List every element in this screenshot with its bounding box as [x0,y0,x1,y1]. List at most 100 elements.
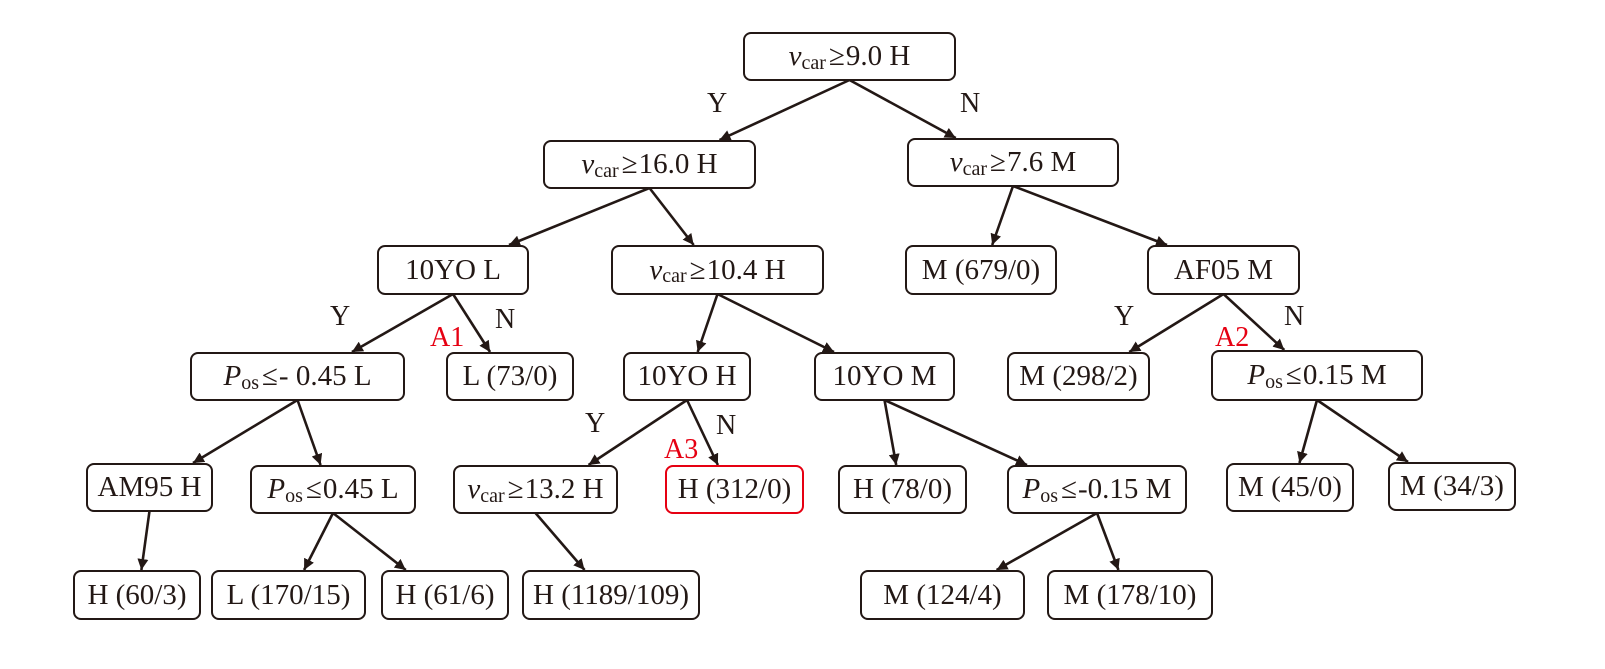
node-variable: v [788,40,802,72]
node-variable: P [267,473,286,505]
node-variable: v [581,148,595,180]
node-variable-subscript: car [594,159,619,182]
edge-arrow-n_v76-to-n_af05 [1012,184,1168,247]
node-label: M (679/0) [921,253,1041,286]
edge-arrow-n_pos_045-to-leaf_61 [332,511,407,572]
leaf-m-178-10: M (178/10) [1047,570,1213,620]
node-label: M (45/0) [1238,471,1342,503]
edge-label-10yo-l-yes: Y [330,301,351,332]
leaf-m-298-2: M (298/2) [1007,352,1150,401]
node-label: L (170/15) [226,578,351,611]
node-10yo-h: 10YO H [623,352,751,401]
node-relation: ≥ [689,253,706,286]
leaf-h-1189-109: H (1189/109) [522,570,700,620]
edge-arrow-n_pos_m015-to-leaf_124 [995,511,1098,572]
edge-arrow-n_10yoL-to-n_pos_m045 [351,292,454,354]
node-threshold-class: 13.2 H [524,473,604,505]
node-variable-subscript: car [480,484,505,507]
edge-arrow-n_v104-to-n_10yoM [716,292,835,354]
node-relation: ≤ [305,473,322,505]
edge-label-10yo-h-no: N [716,410,737,441]
node-label: M (34/3) [1400,470,1504,502]
edge-arrow-n_10yoL-to-leaf_73 [451,293,492,353]
node-10yo-l: 10YO L [377,245,529,295]
edge-label-af05-no: N [1284,301,1305,332]
edge-arrow-n_af05-to-n_pos_015 [1222,293,1286,351]
edge-arrow-n_pos_m045-to-n_am95 [192,398,299,465]
edge-arrow-n_af05-to-leaf_298 [1128,292,1225,354]
edge-label-af05-yes: Y [1114,301,1135,332]
edge-arrow-n_v76-to-leaf_679 [990,185,1015,246]
node-variable-subscript: os [241,371,259,394]
node-label: 10YO H [637,360,737,392]
node-threshold-class: 9.0 H [845,40,911,72]
leaf-h-60-3: H (60/3) [73,570,201,620]
node-threshold-class: 16.0 H [638,148,718,180]
node-variable-subscript: os [1040,484,1059,507]
leaf-m-34-3: M (34/3) [1388,462,1516,511]
node-relation: ≤ [1061,473,1077,505]
node-label: L (73/0) [462,360,558,392]
node-label: H (61/6) [395,578,495,611]
edge-arrow-n_10yoM-to-leaf_78 [883,399,900,466]
node-relation: ≥ [828,40,845,72]
edge-arrow-n_v16-to-n_10yoL [508,186,650,247]
node-variable-subscript: car [801,51,826,74]
node-threshold-class: - 0.45 L [278,360,372,392]
node-variable: v [949,146,963,178]
edge-arrow-n_v16-to-n_v104 [648,187,695,246]
edge-label-root-no: N [960,88,981,119]
leaf-l-73-0: L (73/0) [446,352,574,401]
edge-arrow-n_10yoM-to-n_pos_m015 [883,398,1028,467]
node-am95-h: AM95 H [86,463,213,512]
node-label: AF05 M [1173,253,1274,286]
node-af05-m: AF05 M [1147,245,1300,295]
node-relation: ≤ [1285,359,1302,391]
node-threshold-class: 0.45 L [322,473,399,505]
annotation-a3: A3 [664,434,699,465]
node-variable: P [1247,359,1266,391]
annotation-a1: A1 [430,322,465,353]
edge-arrow-n_am95-to-leaf_60 [137,510,151,571]
leaf-l-170-15: L (170/15) [211,570,366,620]
edge-arrow-n_pos_015-to-leaf_45 [1297,399,1319,464]
leaf-h-61-6: H (61/6) [381,570,509,620]
edge-label-root-yes: Y [707,88,728,119]
node-label: 10YO L [405,253,501,286]
node-relation: ≥ [621,148,638,180]
node-variable-subscript: os [285,484,303,507]
edge-label-10yo-l-no: N [495,304,516,335]
leaf-h-312-0-highlighted: H (312/0) [665,465,804,514]
node-label: M (298/2) [1019,360,1138,392]
edge-arrow-n_pos_m045-to-n_pos_045 [296,399,323,466]
node-label: H (78/0) [852,473,953,505]
node-relation: ≥ [507,473,524,505]
leaf-m-45-0: M (45/0) [1226,463,1354,512]
node-label: M (178/10) [1063,578,1197,611]
edge-arrow-n_pos_m015-to-leaf_178 [1095,512,1120,571]
annotation-a2: A2 [1215,322,1250,353]
node-label: H (60/3) [87,578,187,611]
node-variable: v [467,473,481,505]
edge-arrow-n_pos_045-to-leaf_170 [302,512,335,571]
node-variable: P [223,360,242,392]
node-variable-subscript: car [962,157,988,180]
leaf-m-679-0: M (679/0) [905,245,1057,295]
node-label: M (124/4) [883,578,1002,611]
leaf-m-124-4: M (124/4) [860,570,1025,620]
edge-arrow-n_pos_015-to-leaf_34 [1316,398,1409,464]
edge-arrow-n_10yoH-to-n_v132 [587,398,688,467]
node-label: H (1189/109) [533,578,689,611]
node-label: AM95 H [97,471,202,503]
node-variable-subscript: car [662,265,687,287]
edge-arrow-root-to-n_v76 [848,78,957,140]
node-threshold-class: -0.15 M [1077,473,1172,505]
